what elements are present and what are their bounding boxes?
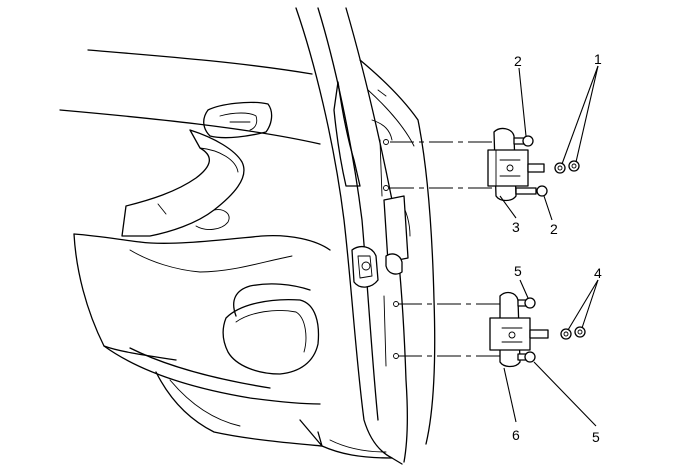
door-trim-panel bbox=[59, 49, 361, 447]
nut-icon bbox=[554, 162, 566, 174]
callout-3: 3 bbox=[512, 219, 520, 235]
upper-hinge bbox=[487, 127, 580, 202]
lower-hinge bbox=[489, 291, 586, 368]
nut-icon bbox=[574, 326, 586, 338]
leader-lines bbox=[499, 65, 599, 427]
callout-2-upper: 2 bbox=[514, 53, 522, 69]
callout-6: 6 bbox=[512, 427, 520, 443]
callouts: 1 2 2 3 4 5 5 6 bbox=[512, 51, 602, 445]
callout-1: 1 bbox=[594, 51, 602, 67]
callout-5-lower: 5 bbox=[592, 429, 600, 445]
bolt-icon bbox=[517, 351, 536, 363]
bolt-icon bbox=[517, 297, 536, 309]
bolt-icon bbox=[513, 135, 534, 147]
callout-2-lower: 2 bbox=[550, 221, 558, 237]
door-frame bbox=[295, 7, 436, 465]
nut-icon bbox=[560, 328, 572, 340]
nut-icon bbox=[568, 160, 580, 172]
alignment-lines bbox=[390, 141, 505, 357]
callout-4: 4 bbox=[594, 265, 602, 281]
callout-5-upper: 5 bbox=[514, 263, 522, 279]
bolt-icon bbox=[515, 185, 548, 197]
